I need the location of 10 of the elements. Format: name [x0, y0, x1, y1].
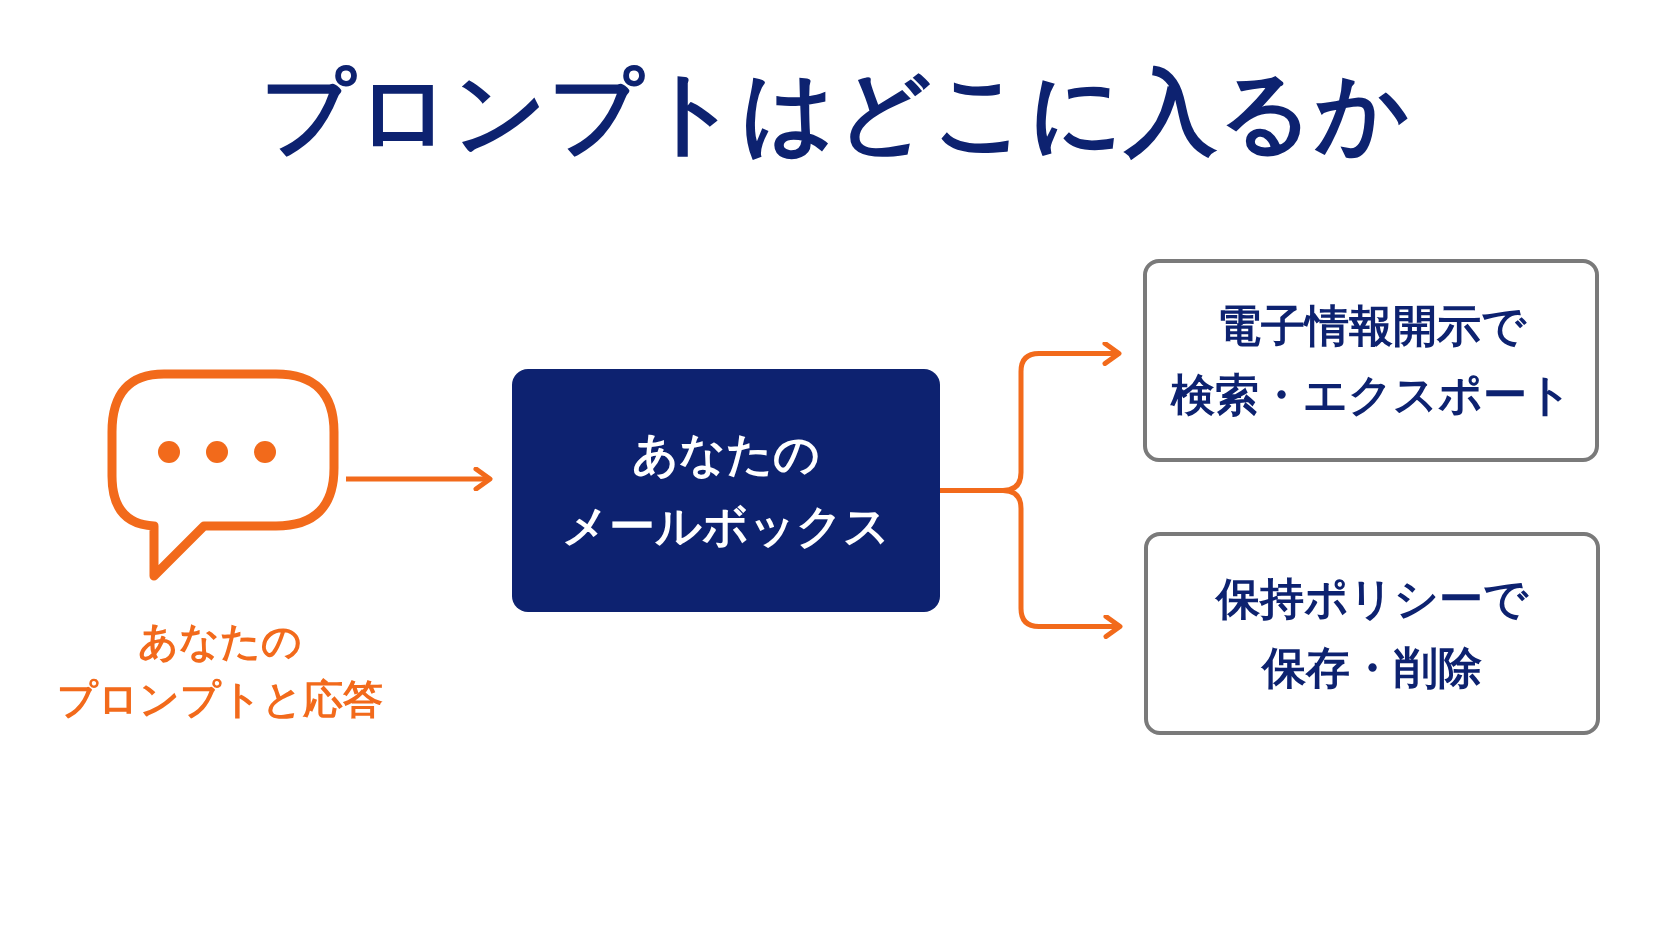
title: プロンプトはどこに入るか: [261, 58, 1411, 168]
box-label: 保持ポリシーで保存・削除: [1216, 572, 1528, 695]
box-label: あなたのメールボックス: [562, 426, 890, 555]
box-label: 電子情報開示で検索・エクスポート: [1170, 299, 1572, 422]
arrow: [940, 488, 1123, 639]
arrow: [346, 466, 493, 492]
process-box: [1143, 259, 1599, 462]
process-box: [1144, 532, 1600, 735]
mailbox-box: [512, 369, 940, 612]
node-label: あなたのプロンプトと応答: [57, 617, 383, 724]
